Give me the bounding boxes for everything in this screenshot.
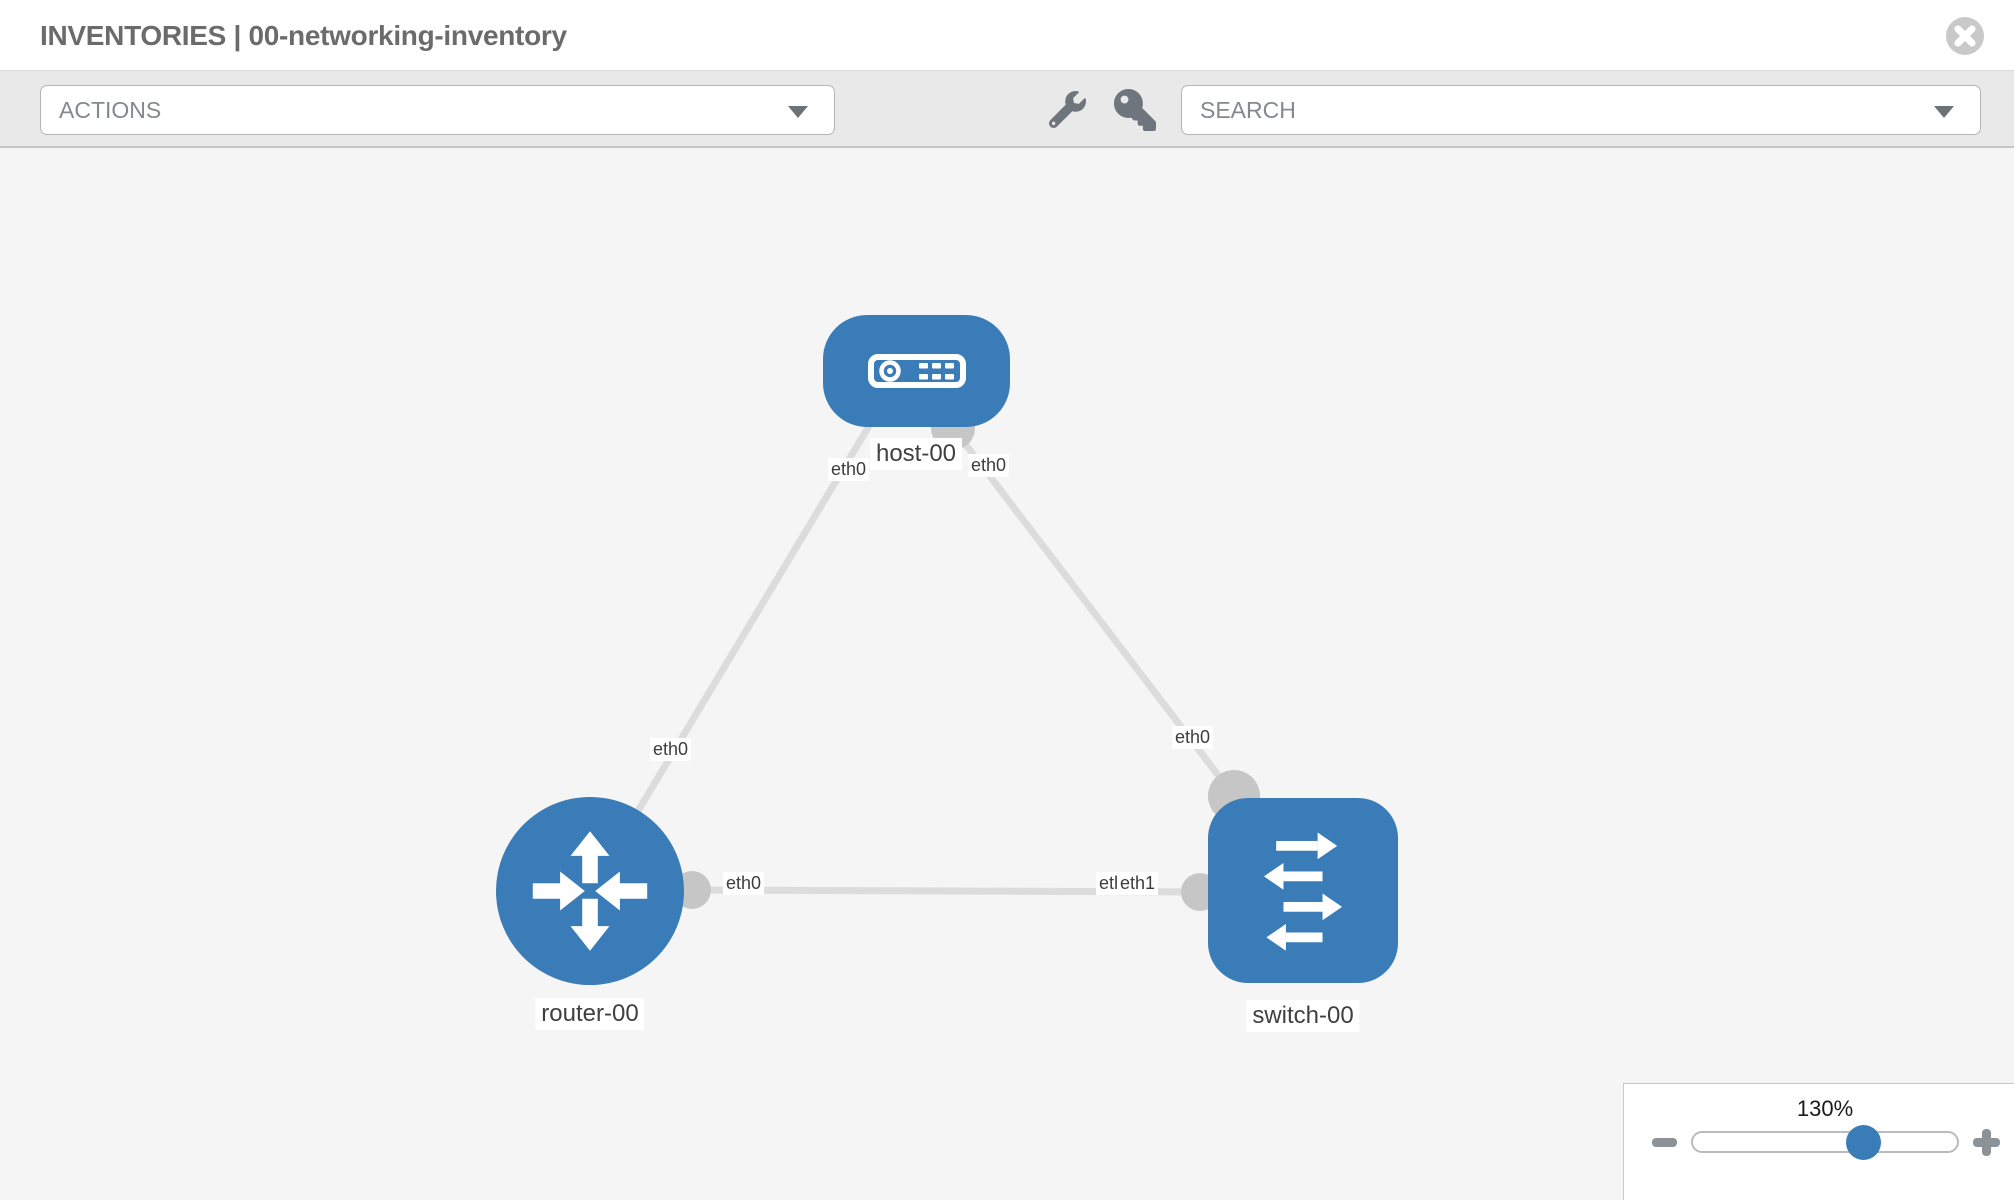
- interface-label-host-eth0-to-switch: eth0: [968, 454, 1010, 477]
- zoom-slider-track[interactable]: [1691, 1131, 1959, 1153]
- router-icon: [532, 831, 648, 951]
- interface-label-switch-eth0-to-host: eth0: [1172, 726, 1214, 749]
- page-title: INVENTORIES | 00-networking-inventory: [40, 20, 567, 51]
- node-host-00[interactable]: [823, 315, 1010, 427]
- manage-groups-button[interactable]: [1048, 91, 1086, 133]
- interface-label-host-eth0-to-router: eth0: [828, 458, 870, 481]
- wrench-icon: [1048, 91, 1086, 129]
- close-icon: [1954, 25, 1976, 47]
- interface-label-switch-eth1-to-router: eth1: [1117, 872, 1159, 895]
- node-label-switch: switch-00: [1246, 1000, 1360, 1032]
- zoom-level-readout: 130%: [1796, 1096, 1854, 1121]
- node-label-router: router-00: [535, 998, 645, 1030]
- switch-icon: [1263, 831, 1343, 951]
- zoom-in-button[interactable]: [1973, 1129, 2000, 1156]
- search-dropdown[interactable]: SEARCH: [1181, 85, 1981, 135]
- key-icon: [1114, 89, 1156, 131]
- node-switch-00[interactable]: [1208, 798, 1398, 983]
- credentials-button[interactable]: [1114, 88, 1156, 137]
- host-icon: [867, 354, 966, 388]
- topology-links-layer: [586, 406, 1260, 911]
- node-router-00[interactable]: [496, 797, 684, 985]
- chevron-down-icon: [788, 106, 808, 118]
- interface-label-router-eth0-to-switch: eth0: [723, 872, 765, 895]
- zoom-out-button[interactable]: [1652, 1138, 1677, 1147]
- zoom-slider-thumb[interactable]: [1846, 1125, 1881, 1160]
- toolbar: ACTIONS SEARCH: [0, 70, 2014, 148]
- interface-label-router-eth0-to-host: eth0: [650, 738, 692, 761]
- header: INVENTORIES | 00-networking-inventory: [0, 0, 2014, 70]
- node-label-host: host-00: [869, 438, 963, 470]
- chevron-down-icon: [1934, 106, 1954, 118]
- close-button[interactable]: [1946, 17, 1984, 55]
- actions-dropdown-label: ACTIONS: [59, 97, 162, 123]
- zoom-control-panel: 130%: [1623, 1083, 2014, 1200]
- topology-canvas[interactable]: host-00 router-00 switch-00 eth0 eth0 et…: [0, 148, 2014, 1200]
- actions-dropdown[interactable]: ACTIONS: [40, 85, 835, 135]
- search-placeholder: SEARCH: [1200, 97, 1296, 123]
